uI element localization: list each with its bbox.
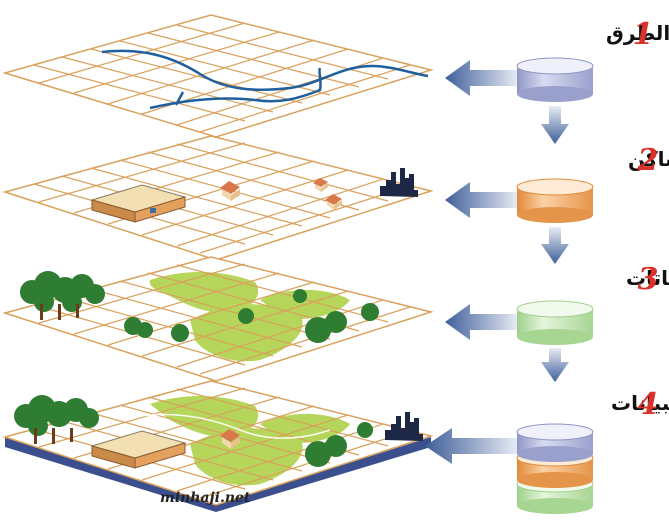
step-3-number: 3 xyxy=(638,262,659,297)
city-skyline-icon xyxy=(385,412,423,441)
road-main xyxy=(101,49,429,92)
arrow-left-icon xyxy=(445,304,518,340)
arrow-left-icon xyxy=(425,428,518,464)
housing-layer xyxy=(2,135,434,261)
step-2-number: 2 xyxy=(637,143,659,178)
step-3: بيانات النباتات 3 xyxy=(626,262,669,297)
roads-grid xyxy=(33,22,411,133)
large-building xyxy=(90,184,187,223)
arrow-down-icon xyxy=(541,348,569,382)
step-2-label: بيانات المساكن xyxy=(628,147,669,171)
step-1: بيانات الطرق 1 xyxy=(606,17,669,52)
database-icon xyxy=(516,300,594,345)
arrow-down-icon xyxy=(541,227,569,264)
large-building xyxy=(90,430,187,469)
vegetation-patches xyxy=(149,271,350,362)
watermark: minhaji.net xyxy=(160,490,251,506)
house-icon xyxy=(220,181,240,201)
arrow-down-icon xyxy=(541,106,569,144)
roads-layer xyxy=(2,14,434,138)
tree-icon xyxy=(14,395,373,467)
road-branch xyxy=(174,91,185,106)
arrow-left-icon xyxy=(445,60,518,96)
merged-road xyxy=(119,413,331,439)
vegetation-layer xyxy=(2,256,434,382)
tree-icon xyxy=(124,289,379,343)
step-2: بيانات المساكن 2 xyxy=(628,143,669,178)
step-4-number: 4 xyxy=(638,387,659,422)
city-skyline-icon xyxy=(380,168,418,197)
step-1-number: 1 xyxy=(633,17,654,52)
tree-icon xyxy=(20,271,105,320)
house-icon xyxy=(325,194,342,210)
house-icon xyxy=(313,178,328,192)
step-1-label: بيانات الطرق xyxy=(606,21,669,45)
arrow-left-icon xyxy=(445,182,518,218)
step-3-label: بيانات النباتات xyxy=(626,266,669,290)
road-secondary xyxy=(149,67,322,110)
database-icon xyxy=(516,178,594,223)
step-4: دمج البيانات 4 xyxy=(611,387,669,422)
database-stack-icon xyxy=(516,423,594,514)
step-4-label: دمج البيانات xyxy=(611,391,669,415)
house-icon xyxy=(220,429,240,449)
database-icon xyxy=(516,57,594,102)
merged-layer xyxy=(2,380,434,512)
